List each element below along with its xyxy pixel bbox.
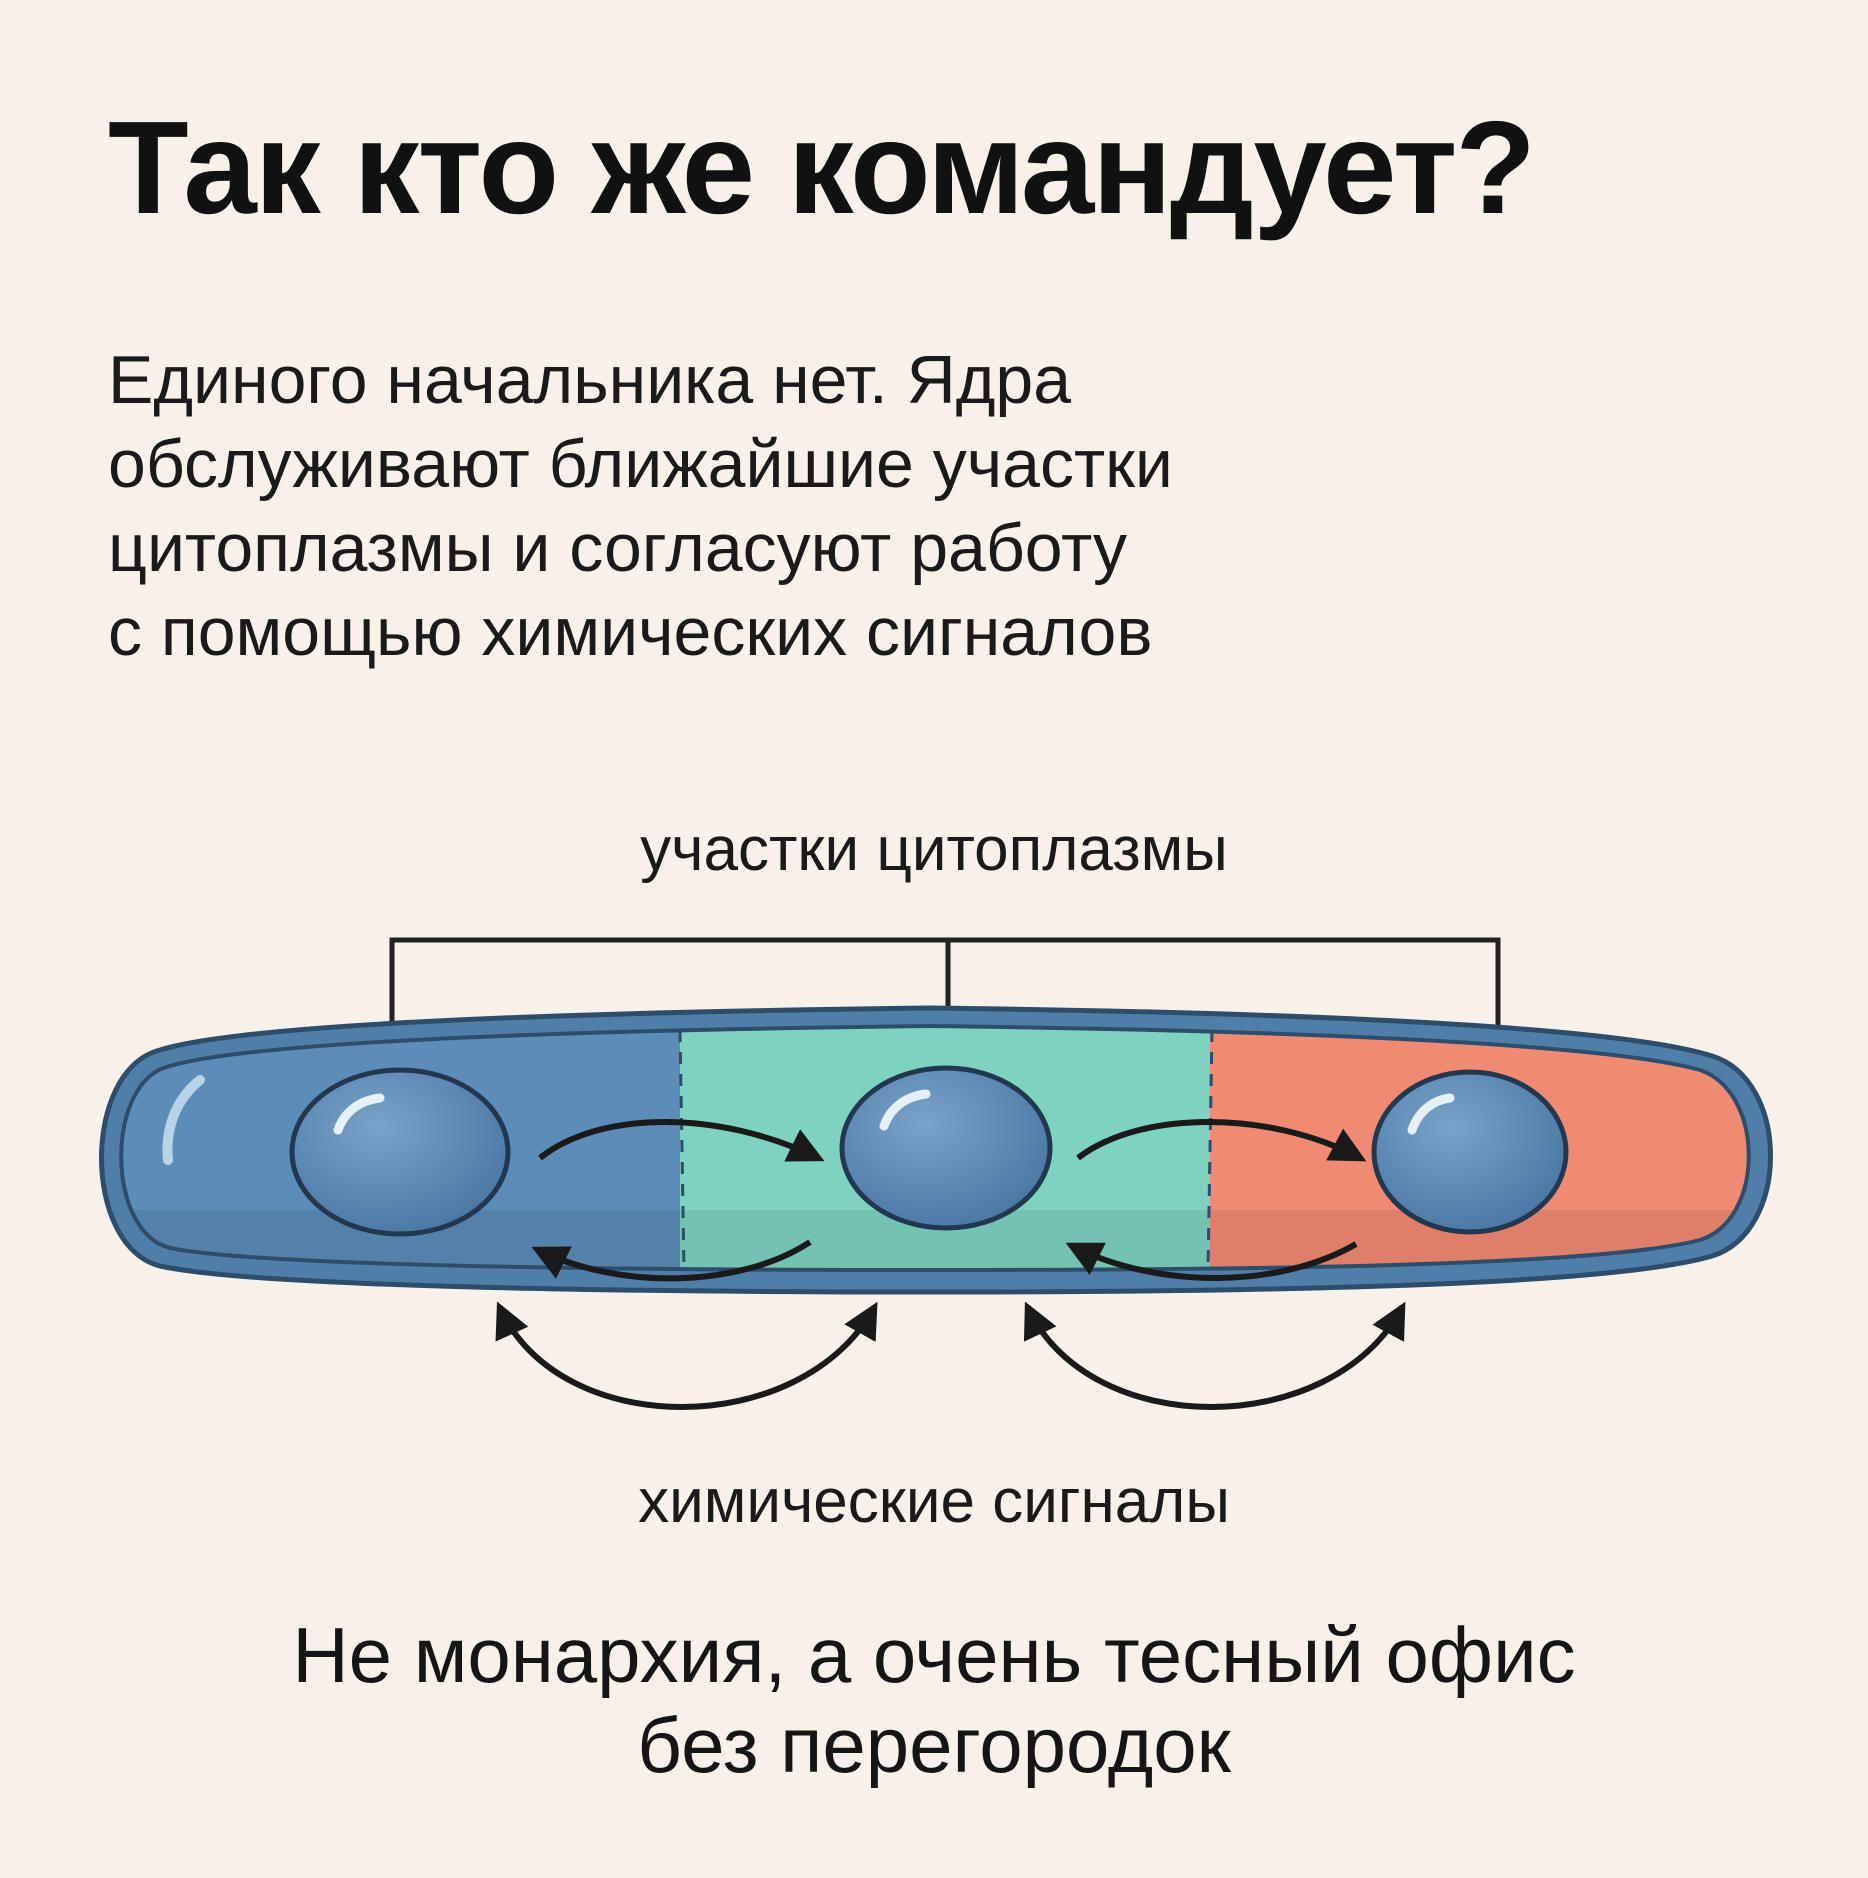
chemical-signals-label: химические сигналы xyxy=(638,1467,1230,1536)
page-title: Так кто же командует? xyxy=(108,94,1536,241)
cytoplasm-regions-label: участки цитоплазмы xyxy=(640,815,1228,884)
nucleus-left xyxy=(289,1067,511,1237)
explanation-text: Единого начальника нет. Ядра обслуживают… xyxy=(108,338,1608,674)
signal-arrow-lower-left xyxy=(495,1301,878,1410)
conclusion-line-2: без перегородок xyxy=(637,1701,1231,1789)
nucleus-middle xyxy=(839,1065,1053,1231)
conclusion-line-1: Не монархия, а очень тесный офис xyxy=(292,1611,1576,1699)
explanation-line-2: обслуживают ближайшие участки xyxy=(108,426,1173,502)
explanation-line-4: с помощью химических сигналов xyxy=(108,594,1153,670)
conclusion-text: Не монархия, а очень тесный офис без пер… xyxy=(0,1610,1868,1790)
explanation-line-3: цитоплазмы и согласуют работу xyxy=(108,510,1128,586)
segment-divider-1 xyxy=(678,1029,686,1271)
nucleus-right xyxy=(1371,1069,1569,1235)
signal-arrow-left-to-middle xyxy=(538,1119,825,1162)
signal-arrow-lower-right xyxy=(1024,1301,1406,1410)
signal-arrow-middle-to-right xyxy=(1076,1119,1367,1162)
explanation-line-1: Единого начальника нет. Ядра xyxy=(108,342,1072,418)
signal-arrow-middle-to-left xyxy=(531,1239,812,1282)
chemical-signal-arrows xyxy=(495,1119,1406,1410)
segment-divider-2 xyxy=(1206,1029,1214,1271)
signal-arrow-right-to-middle xyxy=(1065,1241,1358,1281)
cell-diagram: участки цитоплазмы xyxy=(99,815,1773,1536)
